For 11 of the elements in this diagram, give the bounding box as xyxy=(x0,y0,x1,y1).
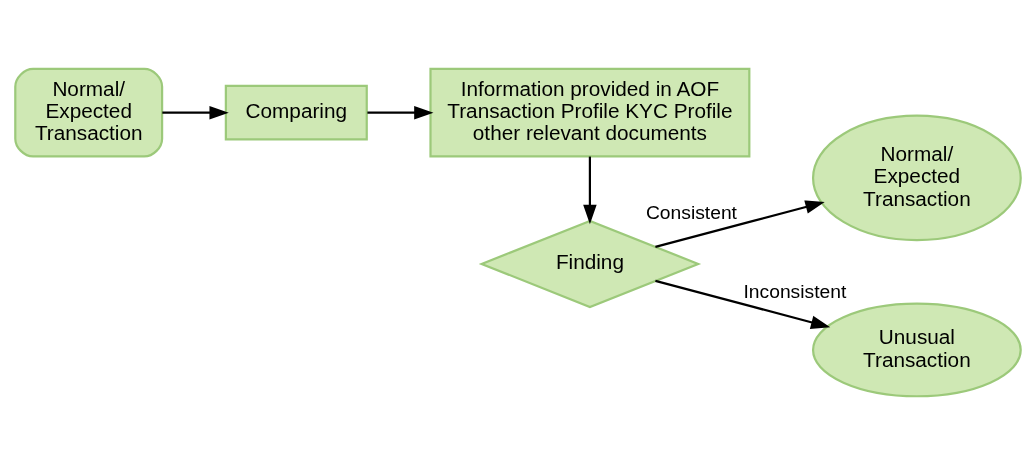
node-diamond: Finding xyxy=(478,219,702,309)
arrow xyxy=(367,105,434,120)
edge-label: Inconsistent xyxy=(743,281,847,303)
arrow xyxy=(655,200,825,248)
node-box: Information provided in AOF Transaction Profile KYC Profile other relevant documents xyxy=(429,67,751,158)
arrow xyxy=(162,105,229,120)
arrow xyxy=(583,156,597,225)
node-ellipse: Normal/ Expected Transaction xyxy=(811,114,1022,242)
node-box: Normal/ Expected Transaction xyxy=(14,67,164,158)
arrow xyxy=(655,279,831,329)
node-box: Comparing xyxy=(224,84,368,141)
